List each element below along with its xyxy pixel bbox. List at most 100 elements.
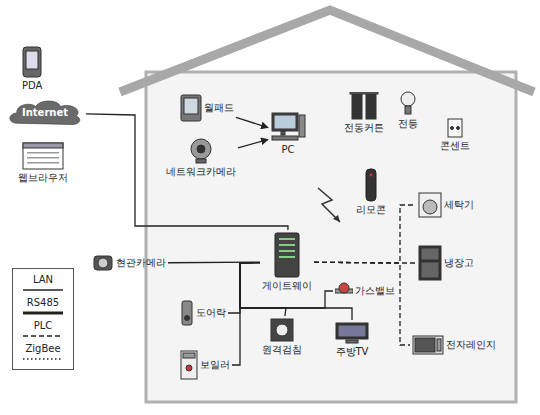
- device-label: 콘센트: [440, 140, 470, 152]
- device-label: PC: [281, 144, 294, 156]
- legend-line: [23, 312, 63, 315]
- icon-part: [186, 365, 192, 371]
- device-label: 세탁기: [444, 199, 474, 211]
- legend-label: ZigBee: [25, 343, 60, 355]
- network-wire: [228, 263, 260, 313]
- house-body: [146, 72, 516, 402]
- icon-part: [419, 193, 441, 217]
- icon-part: [276, 324, 288, 336]
- icon-part: [421, 248, 439, 260]
- device-icon: [335, 282, 353, 300]
- legend-box: LANRS485PLCZigBee: [12, 268, 74, 370]
- network-wire: [314, 205, 416, 263]
- device-icon: [180, 350, 198, 380]
- device-node: 현관카메라: [92, 252, 166, 274]
- device-icon: [412, 335, 444, 355]
- network-wire: [236, 117, 268, 127]
- icon-part: [279, 238, 295, 240]
- icon-part: [27, 152, 59, 154]
- device-icon: [180, 300, 194, 326]
- device-icon: [23, 47, 41, 77]
- icon-part: [181, 351, 197, 379]
- icon-part: [366, 93, 376, 119]
- device-label: 냉장고: [444, 257, 474, 269]
- network-wire: [232, 263, 260, 365]
- icon-part: [352, 93, 362, 119]
- device-label: 네트워크카메라: [166, 166, 236, 178]
- device-icon: [22, 142, 64, 170]
- icon-part: [369, 173, 373, 177]
- network-wire: [314, 262, 410, 345]
- device-icon: [401, 92, 415, 114]
- legend-entry: ZigBee: [13, 343, 73, 363]
- icon-part: [94, 256, 112, 270]
- device-node: 게이트웨이: [262, 232, 312, 292]
- icon-part: [299, 115, 305, 137]
- device-node: 냉장고: [418, 245, 474, 281]
- icon-part: [23, 143, 63, 148]
- device-icon: [271, 319, 293, 341]
- icon-part: [281, 131, 285, 135]
- device-label: 현관카메라: [116, 257, 166, 269]
- legend-entry: LAN: [13, 274, 73, 294]
- device-icon: [273, 232, 301, 278]
- device-icon: [349, 92, 379, 120]
- icon-part: [415, 338, 435, 352]
- legend-line: [23, 289, 63, 291]
- device-icon: [94, 256, 112, 270]
- device-icon: [270, 112, 306, 142]
- device-icon: [181, 351, 197, 379]
- device-node: 세탁기: [418, 192, 474, 218]
- icon-part: [183, 353, 195, 358]
- icon-part: [457, 127, 460, 130]
- icon-part: [23, 143, 63, 169]
- device-node: 전자레인지: [412, 335, 496, 355]
- device-icon: [418, 245, 442, 281]
- icon-part: [27, 157, 59, 159]
- legend-sample: [21, 309, 65, 317]
- device-label: 전등: [398, 118, 418, 130]
- icon-part: [419, 246, 441, 280]
- icon-part: [405, 106, 411, 114]
- device-label: 웹브라우저: [18, 172, 68, 184]
- icon-part: [421, 262, 439, 278]
- device-label: 리모콘: [356, 204, 386, 216]
- legend-label: LAN: [33, 274, 53, 286]
- device-label: 주방TV: [336, 346, 369, 358]
- device-icon: [336, 323, 368, 343]
- icon-part: [279, 244, 295, 246]
- icon-part: [191, 139, 211, 159]
- icon-part: [98, 258, 108, 268]
- device-label: 가스밸브: [355, 285, 395, 297]
- legend-line: [23, 335, 63, 337]
- icon-part: [401, 92, 415, 106]
- device-icon: [92, 252, 114, 274]
- device-label: 보일러: [200, 359, 230, 371]
- device-node: PDA: [22, 46, 42, 92]
- device-icon: [22, 46, 42, 78]
- device-icon: [419, 193, 441, 217]
- legend-line: [23, 358, 63, 360]
- device-node: 월패드: [180, 94, 234, 122]
- legend-sample: [21, 355, 65, 363]
- legend-sample: [21, 286, 65, 294]
- icon-part: [182, 301, 192, 325]
- cloud-outline: [10, 101, 80, 125]
- icon-part: [413, 336, 443, 354]
- icon-part: [275, 233, 299, 277]
- house-roof: [120, 10, 534, 92]
- icon-part: [272, 113, 298, 131]
- legend-label: PLC: [34, 320, 53, 332]
- device-label: 전자레인지: [446, 339, 496, 351]
- icon-part: [279, 250, 295, 252]
- device-icon: [366, 169, 376, 201]
- icon-part: [350, 92, 378, 94]
- icon-part: [271, 319, 293, 341]
- device-icon: [335, 322, 369, 344]
- device-node: 웹브라우저: [18, 142, 68, 184]
- device-icon: [413, 336, 443, 354]
- legend-sample: [21, 332, 65, 340]
- icon-part: [366, 169, 376, 201]
- device-label: Internet: [22, 107, 68, 119]
